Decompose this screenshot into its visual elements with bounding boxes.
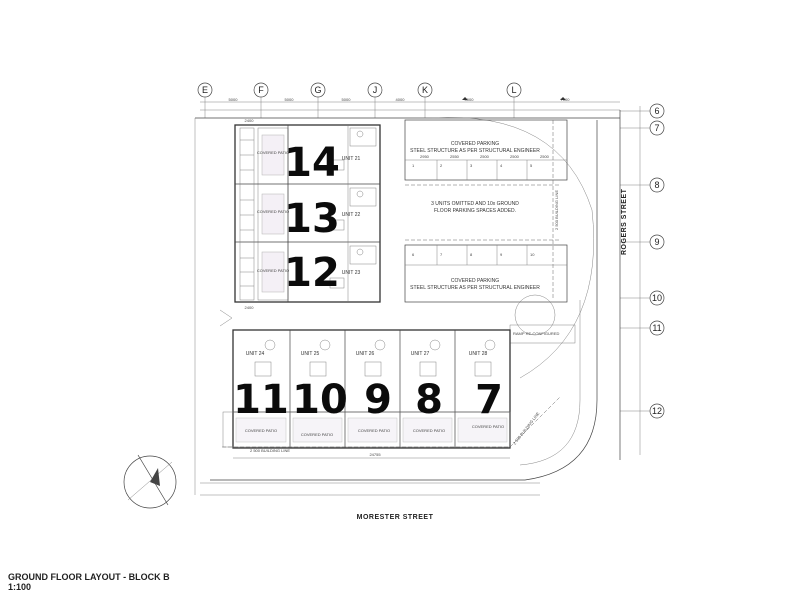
unit-21-label: UNIT 21 <box>342 156 361 162</box>
top-dimensions: 5000 5000 5000 4000 5000 7000 <box>200 97 620 111</box>
ramp-label: RAMP RE-CONFIGURED <box>513 331 559 336</box>
bay-number-7: 7 <box>440 252 443 257</box>
unit-21-patio-label: COVERED PATIO <box>257 150 289 155</box>
grid-row-markers: 6 7 8 9 10 11 12 <box>620 103 665 455</box>
bay-number-1: 1 <box>412 163 415 168</box>
bay-number-2: 2 <box>440 163 443 168</box>
unit-26-label: UNIT 26 <box>356 351 375 357</box>
unit-26-patio-label: COVERED PATIO <box>358 428 390 433</box>
grid-col-f: F <box>258 85 264 95</box>
parking-bottom-title-2: STEEL STRUCTURE AS PER STRUCTURAL ENGINE… <box>410 285 540 291</box>
dim-top-3: 5000 <box>342 97 352 102</box>
unit-24-label: UNIT 24 <box>246 351 265 357</box>
bay-dim-4: 2500 <box>510 154 520 159</box>
unit-25-label: UNIT 25 <box>301 351 320 357</box>
building-line-bottom-label: 2 500 BUILDING LINE <box>250 448 290 453</box>
parking-top-title-2: STEEL STRUCTURE AS PER STRUCTURAL ENGINE… <box>410 148 540 154</box>
unit-24-patio-label: COVERED PATIO <box>245 428 277 433</box>
dim-left-bottom: 2400 <box>245 305 255 310</box>
unit-28-label: UNIT 28 <box>469 351 488 357</box>
marker-14: 14 <box>284 140 340 186</box>
bay-number-6: 6 <box>412 252 415 257</box>
dim-top-2: 5000 <box>285 97 295 102</box>
bay-dim-3: 2500 <box>480 154 490 159</box>
bay-dim-5: 2500 <box>540 154 550 159</box>
grid-row-10: 10 <box>652 293 662 303</box>
overall-dimension: 24755 <box>369 452 381 457</box>
unit-22-patio-label: COVERED PATIO <box>257 209 289 214</box>
grid-column-markers: E F G J K L <box>197 82 522 118</box>
grid-col-e: E <box>202 85 208 95</box>
marker-7: 7 <box>475 377 503 423</box>
parking-top-title-1: COVERED PARKING <box>451 141 499 147</box>
marker-9: 9 <box>364 377 392 423</box>
unit-23-patio-label: COVERED PATIO <box>257 268 289 273</box>
bay-number-4: 4 <box>500 163 503 168</box>
dim-left-top: 2400 <box>245 118 255 123</box>
marker-12: 12 <box>284 250 340 296</box>
parking-area: COVERED PARKING STEEL STRUCTURE AS PER S… <box>404 119 568 303</box>
grid-row-8: 8 <box>654 180 659 190</box>
bay-number-3: 3 <box>470 163 473 168</box>
marker-13: 13 <box>284 196 340 242</box>
unit-23-label: UNIT 23 <box>342 270 361 276</box>
drawing-scale: 1:100 <box>8 582 32 592</box>
bay-number-5: 5 <box>530 163 533 168</box>
parking-note-1: 3 UNITS OMITTED AND 10x GROUND <box>431 201 519 207</box>
right-street-name: ROGERS STREET <box>621 188 628 255</box>
marker-10: 10 <box>292 377 348 423</box>
north-arrow-icon <box>123 454 177 509</box>
unit-27-patio-label: COVERED PATIO <box>413 428 445 433</box>
grid-row-6: 6 <box>654 106 659 116</box>
unit-22-label: UNIT 22 <box>342 212 361 218</box>
grid-col-l: L <box>511 85 516 95</box>
bay-number-10: 10 <box>530 252 535 257</box>
grid-row-12: 12 <box>652 406 662 416</box>
title-block: GROUND FLOOR LAYOUT - BLOCK B 1:100 <box>8 572 170 592</box>
unit-25-patio-label: COVERED PATIO <box>301 432 333 437</box>
grid-col-j: J <box>373 85 378 95</box>
grid-col-k: K <box>422 85 428 95</box>
grid-row-9: 9 <box>654 237 659 247</box>
parking-note-2: FLOOR PARKING SPACES ADDED. <box>434 208 516 214</box>
parking-bottom-title-1: COVERED PARKING <box>451 278 499 284</box>
drawing-title: GROUND FLOOR LAYOUT - BLOCK B <box>8 572 170 582</box>
bay-number-9: 9 <box>500 252 503 257</box>
grid-row-11: 11 <box>652 323 661 333</box>
lower-units-block: UNIT 24 UNIT 25 UNIT 26 UNIT 27 UNIT 28 … <box>222 329 511 459</box>
building-line-corner-label: 2 500 BUILDING LINE <box>512 411 541 446</box>
dim-top-5: 5000 <box>465 97 475 102</box>
bay-dim-1: 2950 <box>420 154 430 159</box>
grid-col-g: G <box>314 85 321 95</box>
marker-8: 8 <box>415 377 443 423</box>
grid-row-7: 7 <box>654 123 659 133</box>
bay-dim-2: 2550 <box>450 154 460 159</box>
bay-number-8: 8 <box>470 252 473 257</box>
building-line-side-label: 2 500 BUILDING LINE <box>554 190 559 230</box>
unit-27-label: UNIT 27 <box>411 351 430 357</box>
bottom-street-name: MORESTER STREET <box>357 514 434 521</box>
unit-28-patio-label: COVERED PATIO <box>472 424 504 429</box>
upper-units-block: COVERED PATIO COVERED PATIO COVERED PATI… <box>234 118 381 310</box>
dim-top-4: 4000 <box>396 97 406 102</box>
dim-top-1: 5000 <box>229 97 239 102</box>
marker-11: 11 <box>233 377 289 423</box>
site-boundary <box>194 110 621 496</box>
